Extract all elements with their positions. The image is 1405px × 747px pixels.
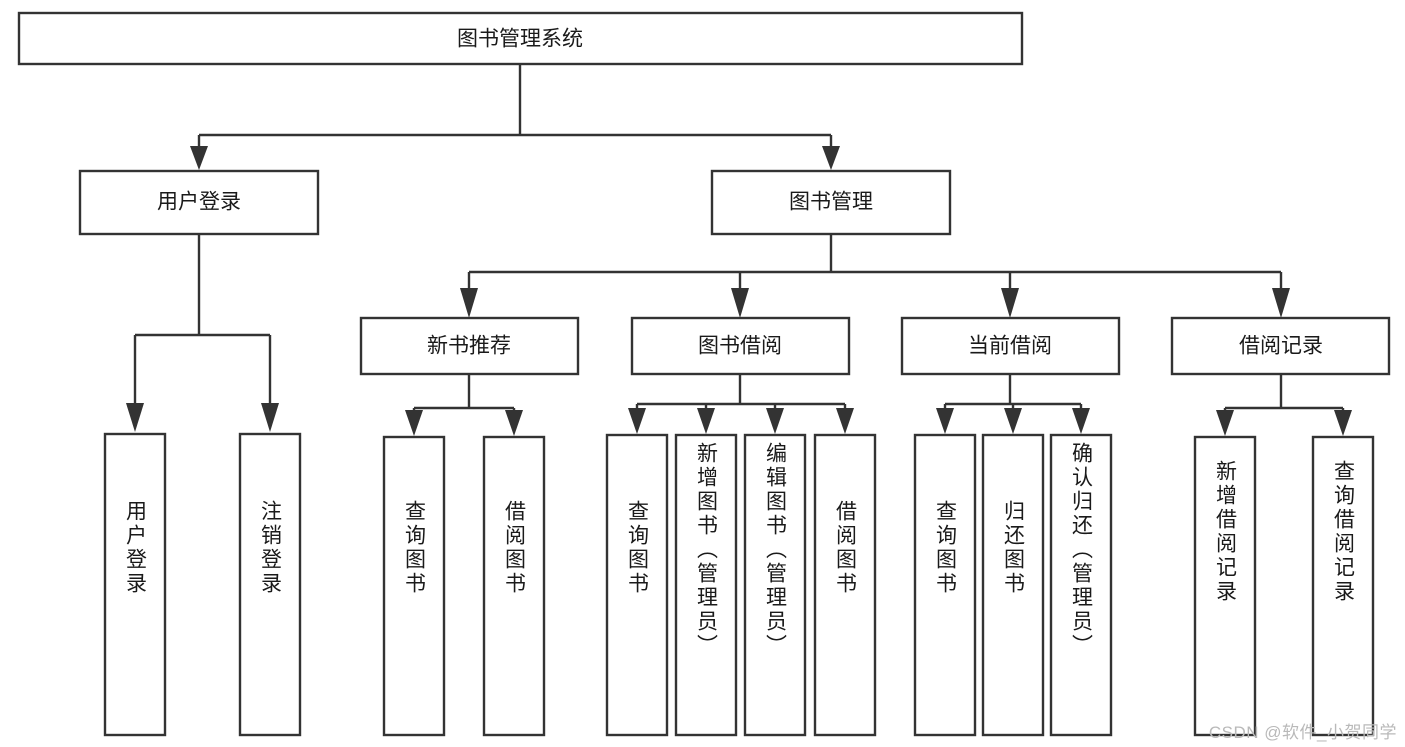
arrow-bookmanage-to-record	[1272, 288, 1290, 318]
node-new-book-rec[interactable]: 新书推荐	[359, 316, 580, 376]
arrow-bookborrow-to-leaf1	[628, 408, 646, 434]
node-user-login-box[interactable]	[78, 169, 320, 236]
leaf-query-book-b[interactable]: 查询图书	[605, 433, 669, 737]
leaf-edit-book[interactable]: 编辑图书（管理员）	[743, 433, 807, 737]
leaf-query-record-box[interactable]	[1311, 435, 1375, 737]
leaf-query-record[interactable]: 查询借阅记录	[1311, 435, 1375, 737]
arrow-currentborrow-to-leaf2	[1004, 408, 1022, 434]
node-current-borrow-label: 当前借阅	[968, 335, 1052, 358]
arrow-bookmanage-to-new	[460, 288, 478, 318]
leaf-add-record-label: 新增借阅记录	[1213, 460, 1237, 604]
arrow-bookborrow-to-leaf2	[697, 408, 715, 434]
leaf-query-book-a[interactable]: 查询图书	[382, 435, 446, 737]
leaf-confirm-return-box[interactable]	[1049, 433, 1113, 737]
node-book-borrow[interactable]: 图书借阅	[630, 316, 851, 376]
leaf-user-login-box[interactable]	[103, 432, 167, 737]
arrow-userlogin-to-leaf2	[261, 403, 279, 432]
leaf-user-login[interactable]: 用户登录	[103, 432, 167, 737]
node-new-book-rec-box[interactable]	[359, 316, 580, 376]
arrow-currentborrow-to-leaf1	[936, 408, 954, 434]
leaf-user-logout-label: 注销登录	[258, 500, 282, 596]
leaf-return-book[interactable]: 归还图书	[981, 433, 1045, 737]
node-borrow-record-label: 借阅记录	[1239, 335, 1323, 358]
arrow-currentborrow-to-leaf3	[1072, 408, 1090, 434]
leaf-borrow-book-b-box[interactable]	[813, 433, 877, 737]
leaf-query-book-c[interactable]: 查询图书	[913, 433, 977, 737]
leaf-query-book-c-label: 查询图书	[933, 500, 957, 596]
arrow-root-to-book-manage	[822, 146, 840, 170]
node-root[interactable]: 图书管理系统	[17, 11, 1024, 66]
leaf-add-record[interactable]: 新增借阅记录	[1193, 435, 1257, 737]
leaf-borrow-book-a[interactable]: 借阅图书	[482, 435, 546, 737]
leaf-borrow-book-b[interactable]: 借阅图书	[813, 433, 877, 737]
leaf-edit-book-box[interactable]	[743, 433, 807, 737]
leaf-query-book-a-box[interactable]	[382, 435, 446, 737]
connector-layer	[126, 64, 1352, 436]
node-current-borrow[interactable]: 当前借阅	[900, 316, 1121, 376]
leaf-user-logout[interactable]: 注销登录	[238, 432, 302, 737]
arrow-borrowrecord-to-leaf2	[1334, 410, 1352, 436]
leaf-user-login-label: 用户登录	[123, 500, 147, 596]
arrow-bookborrow-to-leaf4	[836, 408, 854, 434]
leaf-borrow-book-b-label: 借阅图书	[833, 500, 857, 596]
leaf-borrow-book-a-label: 借阅图书	[502, 500, 526, 596]
node-book-manage-box[interactable]	[710, 169, 952, 236]
leaf-return-book-box[interactable]	[981, 433, 1045, 737]
arrow-newbook-to-leaf1	[405, 410, 423, 436]
node-book-borrow-label: 图书借阅	[698, 335, 782, 358]
leaf-add-record-box[interactable]	[1193, 435, 1257, 737]
node-borrow-record[interactable]: 借阅记录	[1170, 316, 1391, 376]
leaf-borrow-book-a-box[interactable]	[482, 435, 546, 737]
node-user-login-label: 用户登录	[157, 191, 241, 214]
leaf-user-logout-box[interactable]	[238, 432, 302, 737]
node-new-book-rec-label: 新书推荐	[427, 335, 511, 358]
node-current-borrow-box[interactable]	[900, 316, 1121, 376]
arrow-newbook-to-leaf2	[505, 410, 523, 436]
arrow-bookmanage-to-current	[1001, 288, 1019, 318]
leaf-add-book[interactable]: 新增图书（管理员）	[674, 433, 738, 737]
node-root-box[interactable]	[17, 11, 1024, 66]
node-book-manage[interactable]: 图书管理	[710, 169, 952, 236]
leaf-query-record-label: 查询借阅记录	[1331, 460, 1355, 604]
arrow-root-to-user-login	[190, 146, 208, 170]
leaf-add-book-label: 新增图书（管理员）	[694, 442, 718, 658]
node-user-login[interactable]: 用户登录	[78, 169, 320, 236]
node-book-borrow-box[interactable]	[630, 316, 851, 376]
arrow-bookmanage-to-borrow	[731, 288, 749, 318]
arrow-userlogin-to-leaf1	[126, 403, 144, 432]
leaf-return-book-label: 归还图书	[1001, 500, 1025, 596]
node-borrow-record-box[interactable]	[1170, 316, 1391, 376]
leaf-query-book-a-label: 查询图书	[402, 500, 426, 596]
arrow-bookborrow-to-leaf3	[766, 408, 784, 434]
leaf-add-book-box[interactable]	[674, 433, 738, 737]
leaf-edit-book-label: 编辑图书（管理员）	[763, 442, 787, 658]
leaf-query-book-b-label: 查询图书	[625, 500, 649, 596]
node-book-manage-label: 图书管理	[789, 191, 873, 214]
arrow-borrowrecord-to-leaf1	[1216, 410, 1234, 436]
leaf-confirm-return[interactable]: 确认归还（管理员）	[1049, 433, 1113, 737]
leaf-query-book-b-box[interactable]	[605, 433, 669, 737]
leaf-query-book-c-box[interactable]	[913, 433, 977, 737]
leaf-confirm-return-label: 确认归还（管理员）	[1069, 442, 1093, 658]
node-root-label: 图书管理系统	[457, 28, 583, 51]
